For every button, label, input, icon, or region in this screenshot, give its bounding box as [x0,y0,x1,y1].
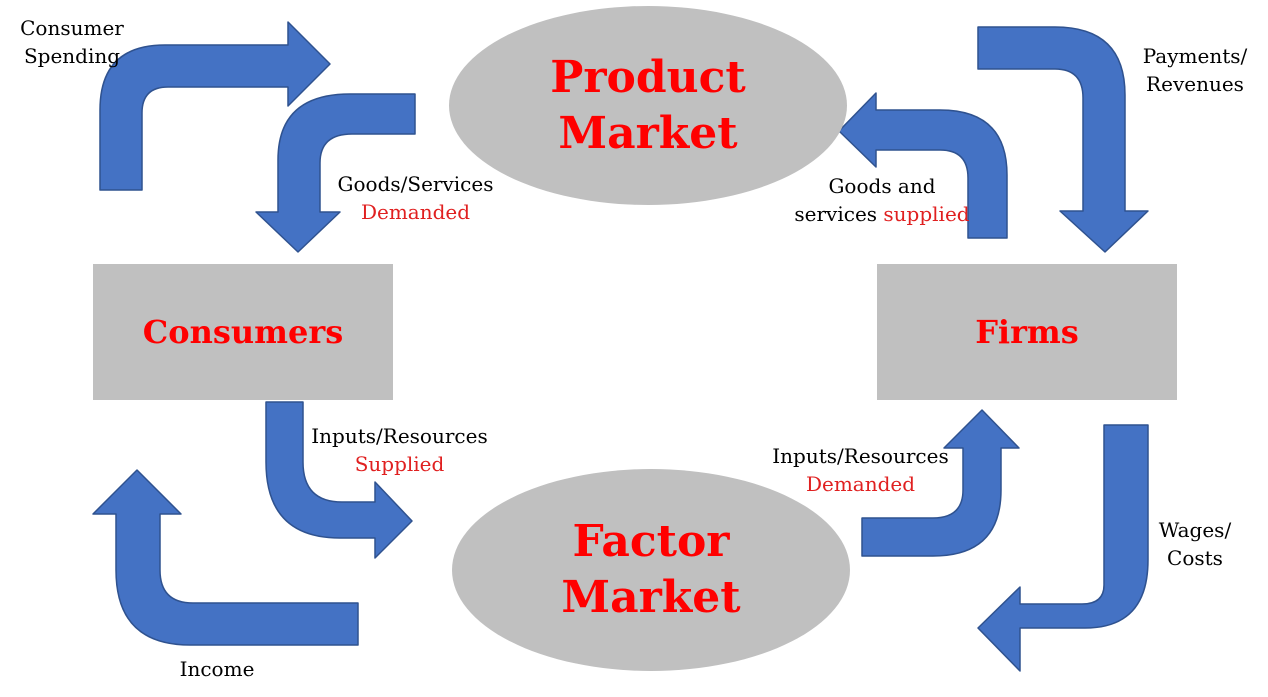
arrow-inputs-supplied [265,401,413,559]
arrow-consumer-spending [99,21,331,191]
goods-services-demanded-label: Goods/Services Demanded [337,172,494,224]
firms-label: Firms [975,313,1079,351]
income-label: Income [179,657,255,681]
consumer-spending-label: Consumer Spending [20,16,124,68]
arrow-goods-demanded [255,93,416,253]
product-market-node: Product Market [449,6,847,205]
firms-node: Firms [877,264,1177,400]
arrow-income [92,469,359,646]
wages-costs-label: Wages/ Costs [1158,518,1232,570]
product-market-label-line2: Market [558,107,738,159]
inputs-resources-supplied-label: Inputs/Resources Supplied [311,424,488,476]
factor-market-label-line2: Market [561,572,741,623]
payments-revenues-label: Payments/ Revenues [1142,44,1248,96]
factor-market-label-line1: Factor [572,516,730,567]
arrow-wages-costs [977,424,1149,672]
factor-market-node: Factor Market [452,469,850,671]
consumers-label: Consumers [142,313,344,351]
inputs-resources-demanded-label: Inputs/Resources Demanded [772,444,949,496]
consumers-node: Consumers [93,264,393,400]
arrow-goods-supplied [838,92,1008,239]
product-market-label-line1: Product [550,51,746,103]
arrow-inputs-demanded [861,409,1020,557]
goods-services-supplied-label: Goods and services supplied [794,174,970,226]
arrow-payments-revenues [977,26,1149,253]
